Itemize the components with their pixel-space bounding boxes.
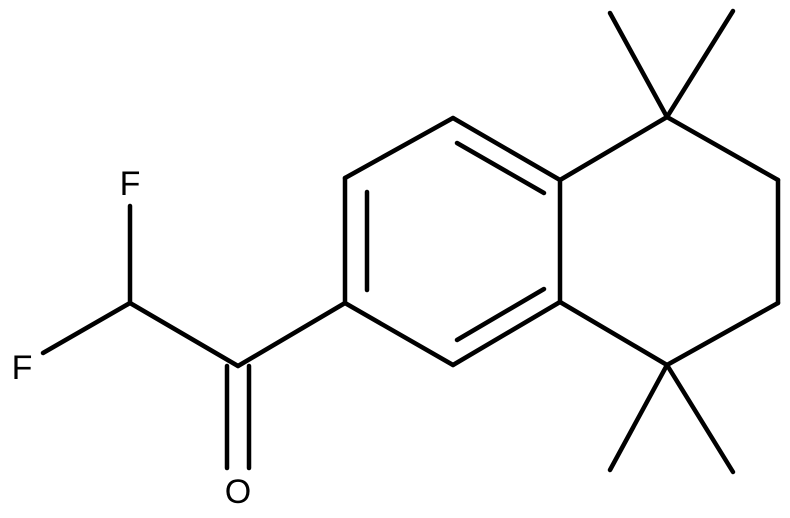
atom-label-oxygen: O xyxy=(225,473,251,511)
bond-ring-bottom-right xyxy=(450,299,563,368)
bond-c7-to-c8 xyxy=(664,300,781,368)
bond-c5-to-c6 xyxy=(664,114,781,183)
bond-c8-to-fusion xyxy=(557,299,670,368)
bond-ring-top-right-inner xyxy=(454,140,547,196)
bond-ring-bottom-right-inner xyxy=(454,286,547,343)
saturated-ring xyxy=(557,8,781,475)
atom-label-fluorine-left: F xyxy=(12,349,33,387)
bond-methyl-bottom-right xyxy=(664,362,736,475)
bond-ring-top-right xyxy=(450,115,563,183)
atom-label-fluorine-top: F xyxy=(120,165,141,203)
difluoroacetyl-group xyxy=(40,203,348,471)
bond-carbonyl-to-cf2 xyxy=(127,300,241,369)
bond-fusion-to-c5 xyxy=(557,114,670,183)
bond-methyl-bottom-left xyxy=(607,362,670,473)
bond-ring-top xyxy=(342,115,456,181)
bond-ring-bottom-left xyxy=(342,300,456,368)
bond-cf2-to-f-left xyxy=(40,300,133,356)
bond-ring-to-carbonyl xyxy=(235,300,348,369)
bond-methyl-top-left xyxy=(607,10,670,120)
bond-methyl-top-right xyxy=(664,8,736,120)
aromatic-ring xyxy=(342,115,563,368)
